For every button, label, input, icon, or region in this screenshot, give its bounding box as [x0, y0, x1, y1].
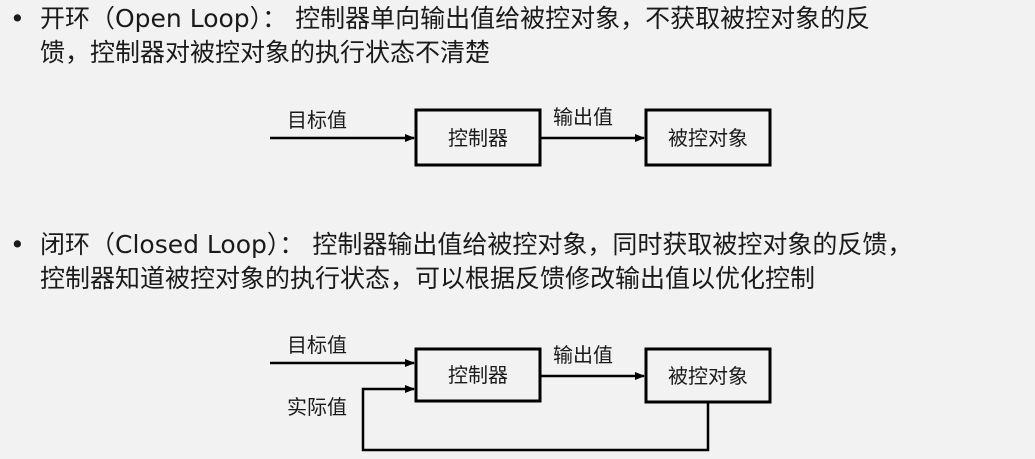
bullet-marker: • [10, 230, 25, 259]
input-label: 目标值 [287, 108, 347, 132]
open-loop-diagram: 目标值 控制器 输出值 被控对象 [270, 105, 772, 167]
plant-box [644, 108, 772, 167]
output-label: 输出值 [553, 105, 613, 129]
output-label: 输出值 [553, 343, 613, 367]
feedback-path [361, 385, 710, 452]
closed-loop-description: 闭环（Closed Loop）： 控制器输出值给被控对象，同时获取被控对象的反馈… [40, 228, 1035, 296]
bullet-marker: • [10, 4, 25, 33]
closed-loop-line-1: 闭环（Closed Loop）： 控制器输出值给被控对象，同时获取被控对象的反馈… [40, 230, 913, 259]
open-loop-description: 开环（Open Loop）： 控制器单向输出值给被控对象，不获取被控对象的反 馈… [40, 2, 1035, 70]
feedback-label: 实际值 [287, 395, 347, 419]
controller-label: 控制器 [448, 363, 508, 387]
closed-loop-line-2: 控制器知道被控对象的执行状态，可以根据反馈修改输出值以优化控制 [40, 264, 816, 293]
closed-loop-diagram: 目标值 控制器 输出值 被控对象 实际值 [270, 333, 772, 452]
open-loop-line-2: 馈，控制器对被控对象的执行状态不清楚 [40, 38, 491, 67]
open-loop-line-1: 开环（Open Loop）： 控制器单向输出值给被控对象，不获取被控对象的反 [40, 4, 871, 33]
controller-label: 控制器 [448, 126, 508, 150]
input-label: 目标值 [287, 333, 347, 357]
plant-label: 被控对象 [668, 364, 748, 388]
plant-label: 被控对象 [668, 126, 748, 150]
